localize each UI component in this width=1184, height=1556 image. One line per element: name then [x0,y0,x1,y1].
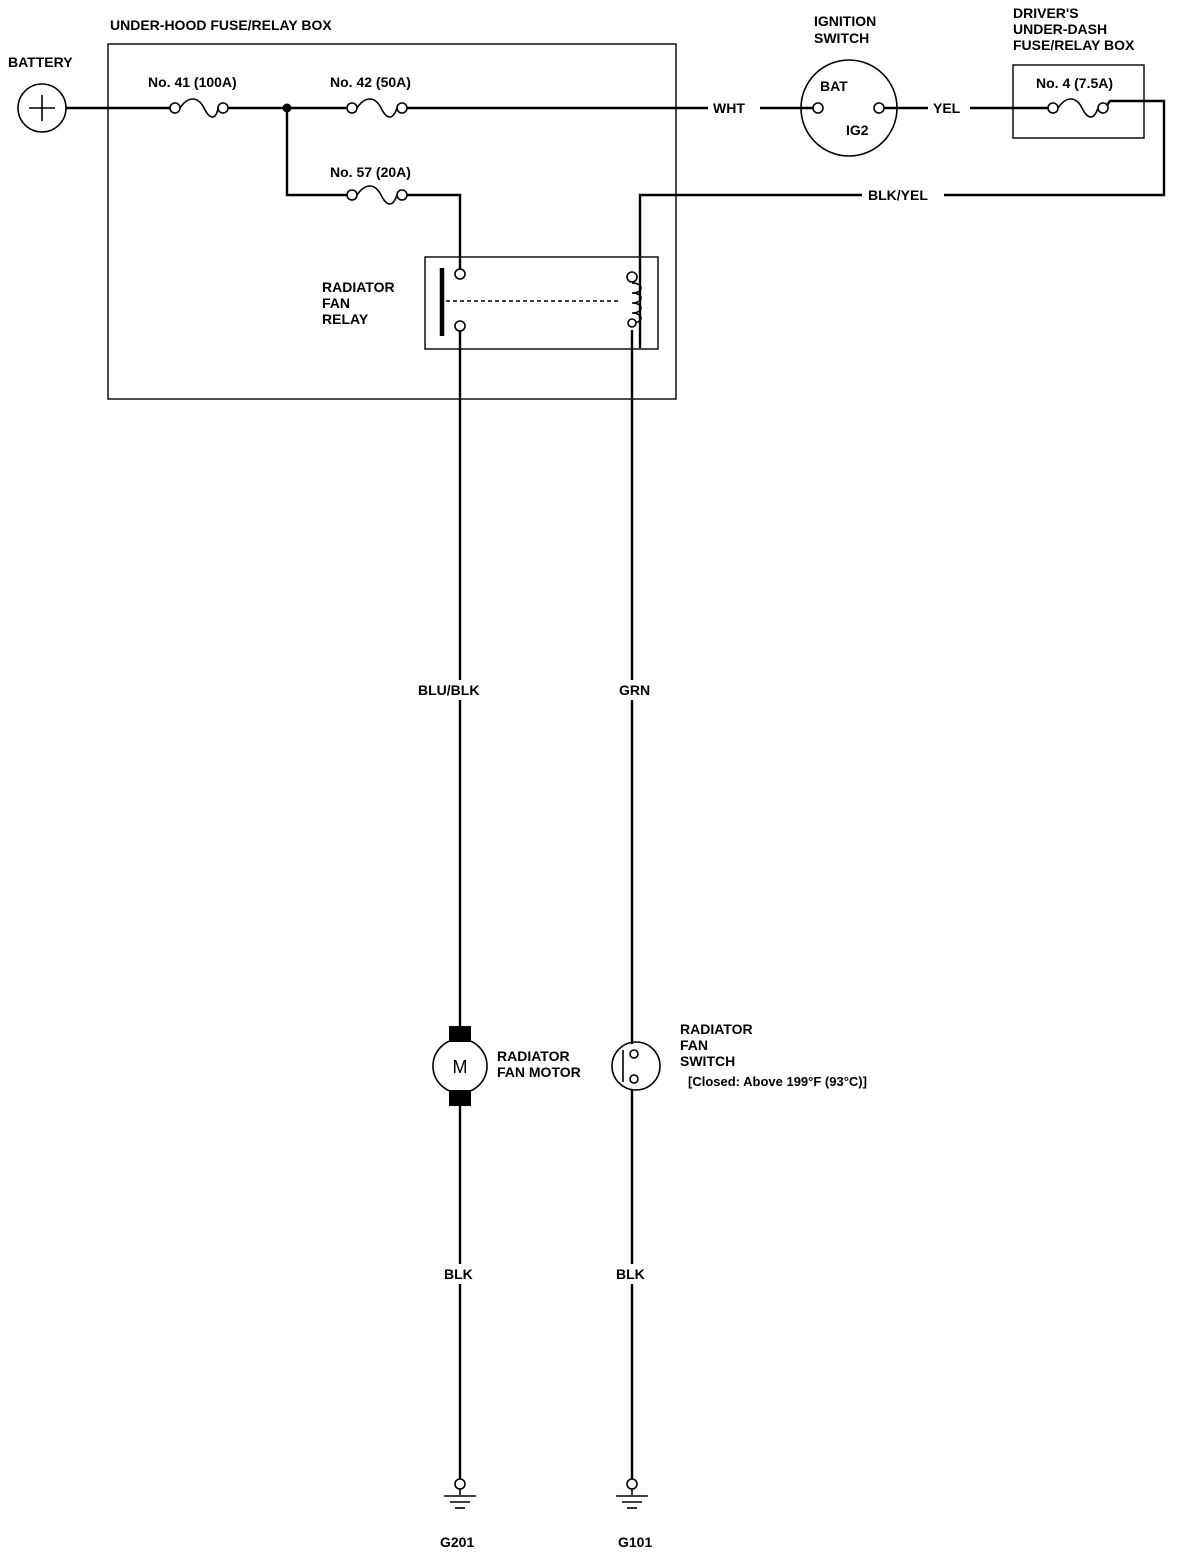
ground-g101-label: G101 [618,1534,652,1550]
ignition-bat-label: BAT [820,78,848,94]
switch-label-3: SWITCH [680,1053,735,1069]
switch-label-1: RADIATOR [680,1021,753,1037]
radiator-fan-relay-box [424,256,659,350]
ignition-bat-terminal [812,102,824,114]
fuse41-label: No. 41 (100A) [148,74,237,90]
fuse4-label: No. 4 (7.5A) [1036,75,1113,91]
ignition-label-2: SWITCH [814,30,869,46]
motor-label-2: FAN MOTOR [497,1064,581,1080]
underhood-box-label: UNDER-HOOD FUSE/RELAY BOX [110,17,332,33]
wire-label-yel: YEL [933,100,961,116]
wire-fuse57-relay [404,193,462,270]
radiator-fan-switch-icon [611,1041,661,1091]
dash-box-label-3: FUSE/RELAY BOX [1013,37,1135,53]
wire-label-blk-yel: BLK/YEL [868,187,928,203]
fuse42-label: No. 42 (50A) [330,74,411,90]
radiator-fan-motor-icon [432,1026,488,1106]
ignition-ig2-label: IG2 [846,122,869,138]
motor-symbol-letter: M [453,1057,468,1077]
ground-g201-label: G201 [440,1534,474,1550]
relay-label-1: RADIATOR [322,279,395,295]
battery-symbol [17,83,67,133]
relay-contact-icon [439,268,466,336]
ignition-label-1: IGNITION [814,13,876,29]
wire-label-wht: WHT [713,100,745,116]
ignition-switch-symbol [800,59,898,157]
motor-label-1: RADIATOR [497,1048,570,1064]
battery-label: BATTERY [8,54,73,70]
fuse-4-icon [1047,98,1109,118]
wire-label-blk-left: BLK [444,1266,473,1282]
relay-label-3: RELAY [322,311,369,327]
dash-box-label-2: UNDER-DASH [1013,21,1107,37]
underhood-fuse-relay-box [107,43,677,400]
junction-dot [282,103,292,113]
wire-label-blu-blk: BLU/BLK [418,682,479,698]
ground-g101-icon [616,1478,648,1509]
fuse-42-icon [346,98,408,118]
fuse-41-icon [169,98,229,118]
switch-closed-note: [Closed: Above 199°F (93°C)] [688,1074,867,1089]
wire-junction-fuse57 [285,108,351,197]
relay-coil-icon [626,271,642,328]
wire-label-grn: GRN [619,682,650,698]
wire-label-blk-right: BLK [616,1266,645,1282]
fuse57-label: No. 57 (20A) [330,164,411,180]
wire-fuse4-out [638,99,1166,348]
switch-label-2: FAN [680,1037,708,1053]
ignition-ig2-terminal [873,102,885,114]
relay-label-2: FAN [322,295,350,311]
ground-g201-icon [444,1478,476,1509]
fuse-57-icon [346,185,408,205]
dash-box-label-1: DRIVER'S [1013,5,1079,21]
